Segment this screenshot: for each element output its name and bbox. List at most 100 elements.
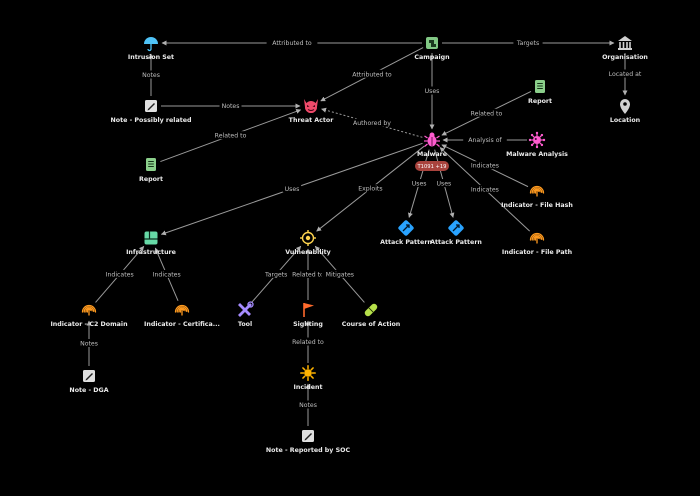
edge-label: Related to [292,272,324,279]
note-icon [145,100,157,112]
node-attack-pattern-2[interactable]: Attack Pattern [430,219,482,246]
edge-label: Located at [609,71,642,78]
edge-indicator_cert-infrastructure[interactable]: Indicates [148,247,185,302]
node-location[interactable]: Location [610,97,640,124]
edge-malware-attack_pattern_1[interactable]: Uses [407,149,430,218]
campaign-icon [426,37,438,49]
edge-label-bg [409,179,429,188]
node-intrusion-set[interactable]: Intrusion Set [128,34,174,61]
edge-report_left-threat_actor[interactable]: Related to [160,109,302,163]
node-label: Intrusion Set [128,54,174,61]
edge-note_possibly-threat_actor[interactable]: Notes [161,101,301,111]
node-indicator-cert[interactable]: Indicator - Certifica... [144,301,220,328]
edge-label: Indicates [106,271,134,278]
edge-indicator_path-malware[interactable]: Indicates [439,147,531,232]
edge-organisation-location[interactable]: Located at [605,53,645,96]
node-sighting[interactable]: Sighting [293,301,323,328]
edge-label-bg [513,38,543,47]
edge-label-bg [466,184,504,193]
node-malware[interactable]: Malware [417,131,447,158]
tools-icon [238,301,254,317]
node-note-dga[interactable]: Note - DGA [69,367,109,394]
node-report-top[interactable]: Report [528,78,552,105]
edge-campaign-intrusion_set[interactable]: Attributed to [161,38,422,48]
edge-label: Notes [142,72,160,79]
attack-pattern-icon [398,220,414,236]
note-icon [83,370,95,382]
edge-malware-infrastructure[interactable]: Uses [160,142,423,236]
report-icon [146,158,156,171]
edge-label: Related to [471,110,503,117]
edge-label-bg [466,161,504,170]
node-label: Incident [294,384,323,391]
umbrella-icon [144,37,158,52]
edge-indicator_c2-infrastructure[interactable]: Indicates [95,245,145,303]
edge-label-bg [346,69,398,78]
node-label: Threat Actor [289,117,335,124]
devil-icon [304,99,318,113]
edge-label: Uses [436,181,451,188]
edge-tool-vulnerability[interactable]: Targets [251,245,302,303]
note-icon [302,430,314,442]
node-label: Location [610,117,640,124]
edge-label-bg [148,269,185,278]
edge-label-bg [219,101,242,110]
edge-report_top-malware[interactable]: Related to [441,90,532,136]
edge-malware-vulnerability[interactable]: Exploits [316,145,425,232]
node-malware-analysis[interactable]: Malware Analysis [506,131,568,158]
edge-campaign-threat_actor[interactable]: Attributed to [320,47,424,102]
edge-note_soc-incident[interactable]: Notes [297,383,319,426]
node-vulnerability[interactable]: Vulnerability [285,229,331,256]
node-course-of-action[interactable]: Course of Action [342,301,401,328]
edge-label-bg [321,269,359,278]
node-organisation[interactable]: Organisation [602,34,648,61]
node-label: Indicator - Certifica... [144,321,220,328]
edge-label: Analysis of [468,137,502,144]
edge-malware-attack_pattern_2[interactable]: Uses [434,149,455,218]
node-report-left[interactable]: Report [139,156,163,183]
virus-icon [528,131,546,149]
node-incident[interactable]: Incident [294,364,323,391]
node-note-possibly[interactable]: Note - Possibly related [110,97,192,124]
edge-label: Notes [299,402,317,409]
node-infrastructure[interactable]: Infrastructure [126,229,176,256]
edge-label: Uses [425,88,440,95]
edge-indicator_hash-malware[interactable]: Indicates [441,144,529,188]
node-label: Indicator - C2 Domain [50,321,127,328]
fingerprint-icon [81,304,97,316]
node-indicator-hash[interactable]: Indicator - File Hash [501,182,573,209]
edge-note_possibly-intrusion_set[interactable]: Notes [140,53,162,96]
incident-icon [300,365,316,381]
node-note-soc[interactable]: Note - Reported by SOC [266,427,351,454]
node-indicator-path[interactable]: Indicator - File Path [502,229,572,256]
edge-label: Uses [412,181,427,188]
edge-label-bg [288,337,328,346]
node-label: Attack Pattern [380,239,432,246]
node-campaign[interactable]: Campaign [414,34,450,61]
edge-label: Targets [264,271,287,278]
malware-badge[interactable]: T1091 +19 [415,161,449,171]
edge-campaign-malware[interactable]: Uses [422,53,442,130]
edge-label-bg [297,400,319,409]
edge-malware_analysis-malware[interactable]: Analysis of [442,135,527,145]
edge-campaign-organisation[interactable]: Targets [442,38,615,48]
edge-label: Notes [80,341,98,348]
edge-label: Mitigates [326,271,354,278]
node-label: Indicator - File Hash [501,202,573,209]
edge-sighting-vulnerability[interactable]: Related to [288,248,328,300]
node-threat-actor[interactable]: Threat Actor [289,97,335,124]
edge-label-bg [605,69,645,78]
badge-background [415,161,449,171]
node-hit-area [299,301,317,319]
edge-malware-threat_actor[interactable]: Authored by [321,107,423,138]
edge-incident-sighting[interactable]: Related to [288,320,328,363]
node-attack-pattern-1[interactable]: Attack Pattern [380,219,432,246]
edge-note_dga-indicator_c2[interactable]: Notes [78,320,100,366]
edge-course_of_action-vulnerability[interactable]: Mitigates [314,245,365,303]
node-indicator-c2[interactable]: Indicator - C2 Domain [50,301,128,328]
node-label: Report [139,176,163,183]
node-label: Malware Analysis [506,151,568,158]
node-tool[interactable]: Tool [236,301,254,328]
